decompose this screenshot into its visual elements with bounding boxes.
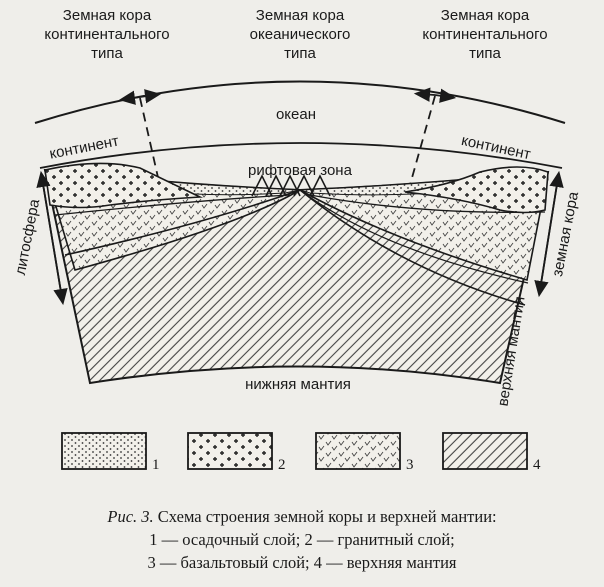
legend-swatch-4	[442, 432, 528, 470]
granite-layer-right	[404, 166, 549, 214]
ocean-top-arc	[34, 80, 566, 124]
label-rift-zone: рифтовая зона	[248, 162, 353, 179]
boundary-arrow-left	[118, 90, 141, 105]
caption-fig-label: Рис. 3.	[107, 507, 154, 526]
boundary-arrow-right	[413, 87, 436, 102]
rift-zone-peaks	[251, 174, 331, 197]
legend-swatch-2	[187, 432, 273, 470]
label-crust-continental-right: Земная кора континентального типа	[422, 7, 548, 62]
granite-layer-left	[44, 162, 204, 209]
caption-line-3: 3 — базальтовый слой; 4 — верхняя мантия	[147, 553, 457, 572]
caption-title: Схема строения земной коры и верхней ман…	[157, 507, 497, 526]
caption-line-1: Рис. 3. Схема строения земной коры и вер…	[0, 506, 604, 527]
label-crust-continental-left: Земная кора континентального типа	[44, 7, 170, 62]
legend-number-4: 4	[533, 457, 541, 473]
label-lower-mantle: нижняя мантия	[245, 376, 351, 393]
earth-crust-diagram: океан континент континент рифтовая зона …	[12, 80, 582, 473]
label-lithosphere: литосфера	[12, 197, 44, 277]
label-crust-oceanic: Земная кора океанического типа	[249, 7, 351, 62]
legend-number-1: 1	[152, 457, 160, 473]
legend-swatch-1	[61, 432, 147, 470]
legend-number-3: 3	[406, 457, 414, 473]
label-ocean: океан	[276, 106, 316, 123]
caption-line-2: 1 — осадочный слой; 2 — гранитный слой;	[149, 530, 455, 549]
legend-swatch-3	[315, 432, 401, 470]
boundary-dashed-right	[407, 95, 436, 193]
sea-surface-arc	[39, 142, 563, 169]
label-continent-left: континент	[48, 132, 120, 162]
legend-number-2: 2	[278, 457, 286, 473]
legend: 1 2 3 4	[61, 432, 541, 473]
label-continent-right: континент	[460, 132, 533, 163]
